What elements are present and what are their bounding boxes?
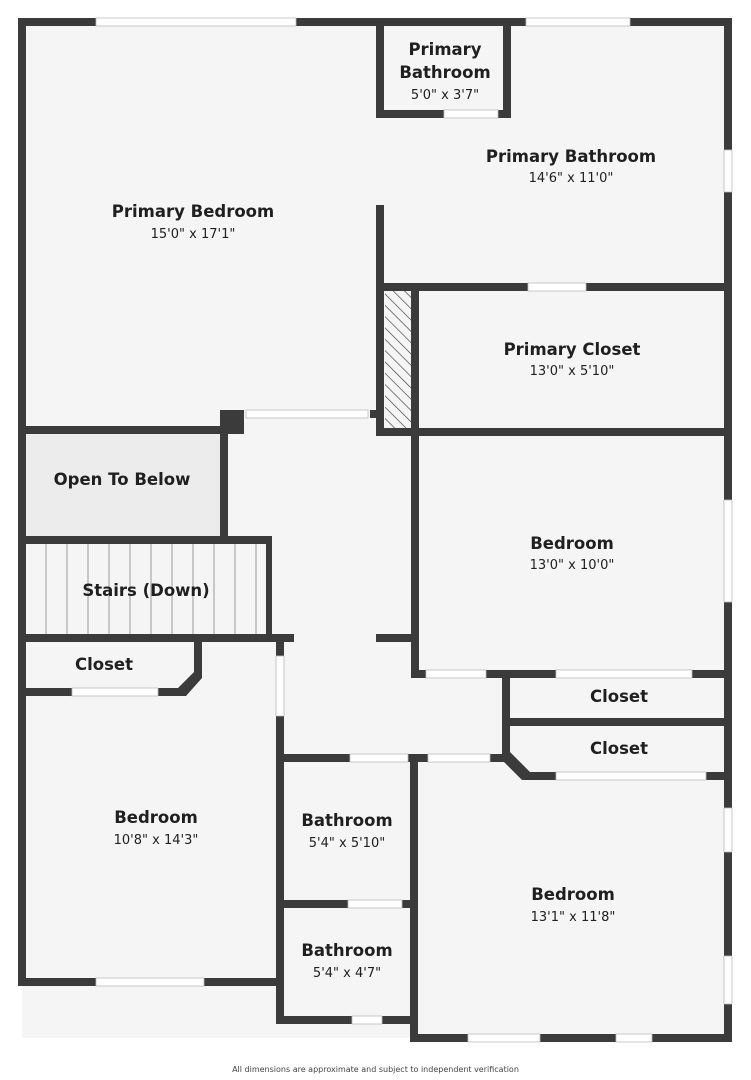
room-bedroom-right-bottom: Bedroom 13'1" x 11'8" — [531, 885, 616, 925]
room-bathroom-2: Bathroom 5'4" x 4'7" — [301, 941, 392, 981]
room-name: Closet — [590, 739, 648, 758]
room-dimensions: 5'4" x 4'7" — [313, 966, 381, 981]
room-dimensions: 10'8" x 14'3" — [114, 833, 199, 848]
room-primary-bathroom-small: Primary Bathroom 5'0" x 3'7" — [399, 40, 490, 103]
windows — [71, 17, 733, 1043]
room-name: Primary Closet — [504, 340, 641, 359]
room-bedroom-right-middle: Bedroom 13'0" x 10'0" — [530, 534, 615, 573]
open-to-below-area — [26, 433, 224, 538]
room-dimensions: 14'6" x 11'0" — [529, 171, 614, 186]
room-name: Primary Bedroom — [112, 202, 274, 221]
room-dimensions: 15'0" x 17'1" — [151, 227, 236, 242]
room-name: Open To Below — [54, 470, 191, 489]
room-dimensions: 13'0" x 10'0" — [530, 558, 615, 573]
disclaimer-text: All dimensions are approximate and subje… — [232, 1065, 519, 1074]
room-name: Primary Bathroom — [486, 147, 656, 166]
room-name: Bathroom — [399, 63, 490, 82]
room-closet-left: Closet — [75, 655, 133, 674]
room-name: Stairs (Down) — [82, 581, 209, 600]
room-dimensions: 13'0" x 5'10" — [530, 364, 615, 379]
room-name: Primary — [408, 40, 481, 59]
room-name: Bathroom — [301, 941, 392, 960]
room-stairs: Stairs (Down) — [82, 581, 209, 600]
room-name: Bedroom — [114, 808, 198, 827]
room-bathroom-1: Bathroom 5'4" x 5'10" — [301, 811, 392, 851]
hatched-chase — [385, 291, 412, 429]
room-open-to-below: Open To Below — [54, 470, 191, 489]
stair-treads — [45, 543, 257, 636]
room-dimensions: 5'4" x 5'10" — [309, 836, 385, 851]
room-closet-right-1: Closet — [590, 687, 648, 706]
room-bedroom-left: Bedroom 10'8" x 14'3" — [114, 808, 199, 848]
room-name: Bedroom — [531, 885, 615, 904]
room-name: Bathroom — [301, 811, 392, 830]
room-primary-bedroom: Primary Bedroom 15'0" x 17'1" — [112, 202, 274, 242]
room-dimensions: 5'0" x 3'7" — [411, 88, 479, 103]
room-closet-right-2: Closet — [590, 739, 648, 758]
room-primary-closet: Primary Closet 13'0" x 5'10" — [504, 340, 641, 379]
room-name: Closet — [590, 687, 648, 706]
room-name: Closet — [75, 655, 133, 674]
room-dimensions: 13'1" x 11'8" — [531, 910, 616, 925]
room-primary-bathroom: Primary Bathroom 14'6" x 11'0" — [486, 147, 656, 186]
room-name: Bedroom — [530, 534, 614, 553]
